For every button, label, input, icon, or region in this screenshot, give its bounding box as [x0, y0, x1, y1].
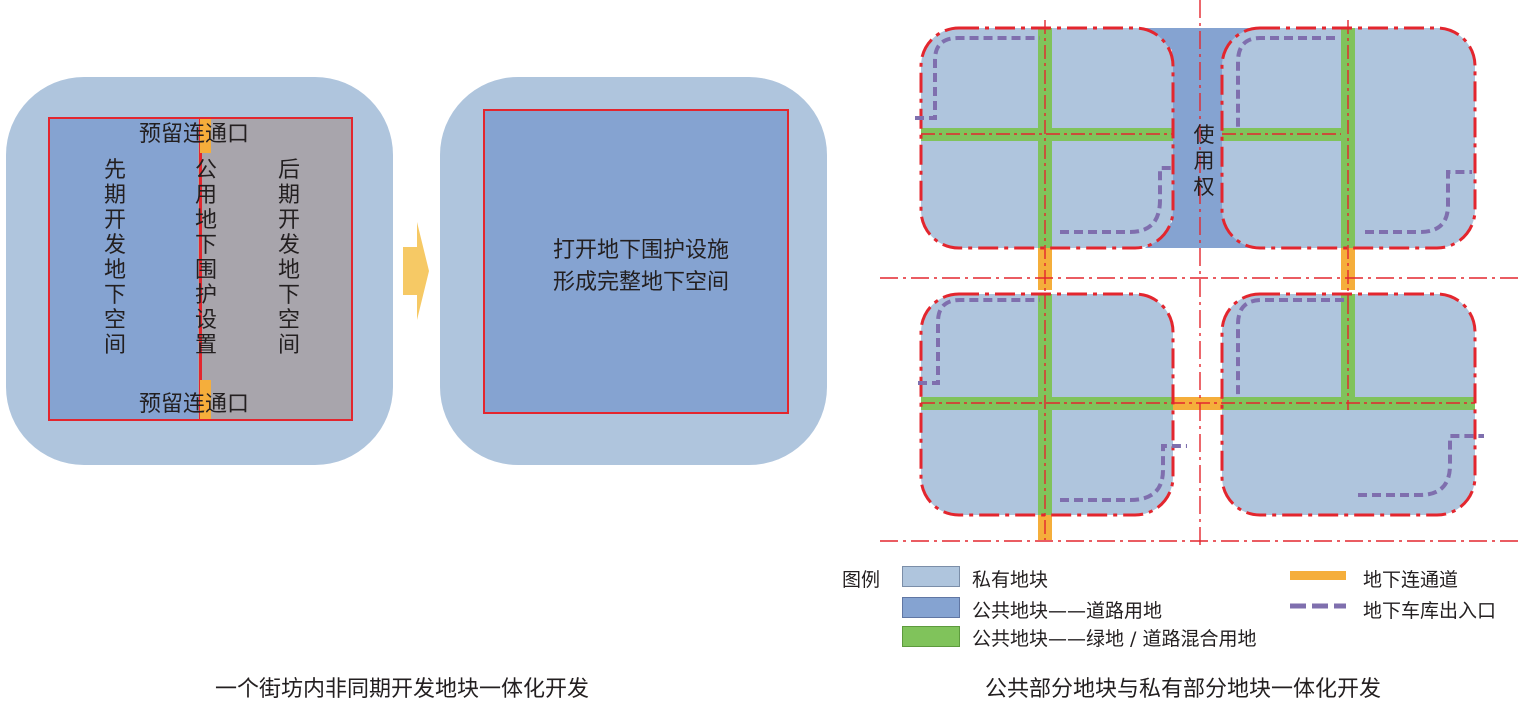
left-diagram: 预留连通口 预留连通口 先期开发地下空间 公用地下围护设置 后期开发地下空间 打… — [6, 77, 827, 702]
result-line1: 打开地下围护设施 — [553, 238, 730, 263]
legend-title: 图例 — [842, 569, 881, 591]
left-caption: 一个街坊内非同期开发地块一体化开发 — [215, 677, 590, 702]
legend-swatch-passage — [1290, 571, 1346, 580]
public-retaining-label: 公用地下围护设置 — [194, 158, 217, 358]
svg-text:用: 用 — [1194, 149, 1215, 173]
connector-top-mark — [200, 117, 211, 153]
right-caption: 公共部分地块与私有部分地块一体化开发 — [985, 677, 1382, 702]
passage-left-vertical — [1038, 246, 1052, 290]
right-of-use-label: 使 — [1194, 123, 1215, 147]
early-phase-label: 先期开发地下空间 — [103, 158, 126, 358]
legend-label-private: 私有地块 — [972, 569, 1049, 591]
legend-swatch-road — [902, 597, 960, 618]
legend-swatch-private — [902, 566, 960, 587]
legend-swatch-garage — [1290, 603, 1346, 609]
legend: 图例 私有地块 公共地块——道路用地 公共地块——绿地 / 道路混合用地 地下连… — [840, 555, 1519, 655]
svg-text:权: 权 — [1194, 175, 1215, 199]
passage-right-vertical — [1341, 246, 1355, 290]
legend-label-garage: 地下车库出入口 — [1363, 600, 1497, 622]
early-phase-area — [48, 117, 198, 419]
arrow-icon — [403, 222, 429, 320]
integrated-space — [483, 109, 789, 414]
connector-bottom-label: 预留连通口 — [139, 392, 250, 417]
road-centerlines — [880, 0, 1519, 545]
later-phase-label: 后期开发地下空间 — [277, 158, 300, 358]
connector-top-label: 预留连通口 — [139, 122, 250, 147]
green-strips — [921, 28, 1475, 515]
legend-swatch-green — [902, 626, 960, 647]
result-line2: 形成完整地下空间 — [553, 270, 730, 295]
legend-label-green: 公共地块——绿地 / 道路混合用地 — [972, 628, 1257, 650]
garage-entrances — [915, 36, 1484, 502]
parcel-boundaries — [919, 26, 1477, 517]
legend-label-passage: 地下连通道 — [1363, 569, 1459, 591]
retaining-line — [199, 117, 202, 419]
strip-centerlines — [921, 20, 1475, 540]
connector-bottom-mark — [200, 380, 211, 419]
legend-label-road: 公共地块——道路用地 — [972, 600, 1163, 622]
later-phase-area — [212, 117, 351, 419]
site-boundary — [48, 117, 353, 421]
